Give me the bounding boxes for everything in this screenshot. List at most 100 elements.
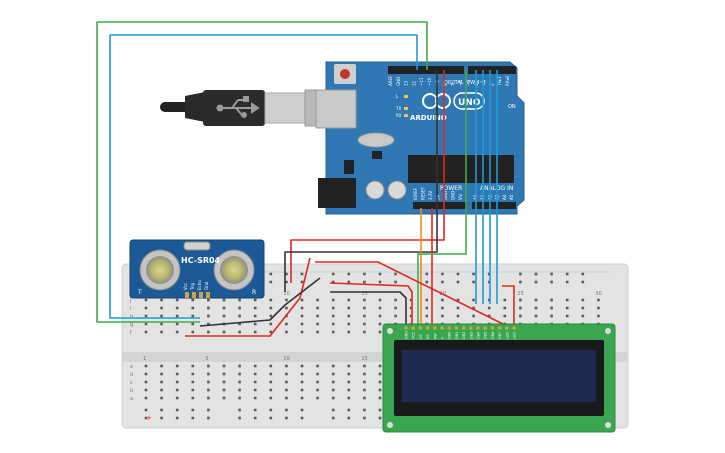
lcd-pin-label: DB4	[477, 331, 481, 339]
breadboard-row-letter: e	[130, 364, 133, 370]
lcd-pin[interactable]	[454, 326, 459, 330]
digital-pin-label: ~6	[458, 80, 463, 86]
voltage-regulator	[344, 160, 354, 174]
power-pin-label: 5V	[436, 194, 441, 200]
lcd-pin[interactable]	[512, 326, 516, 330]
lcd-pin[interactable]	[497, 326, 502, 330]
breadboard-column-number-top: 10	[283, 291, 289, 297]
breadboard-row-letter: h	[130, 314, 133, 320]
digital-pin-label: AREF	[388, 75, 393, 86]
lcd-pin-label: LED	[513, 332, 517, 339]
lcd-pin[interactable]	[447, 326, 452, 330]
breadboard-column-number-bottom: 10	[283, 356, 289, 362]
lcd-pin-label: DB2	[462, 332, 466, 339]
power-header	[413, 202, 467, 209]
digital-pin-label: ~11	[419, 77, 424, 86]
lcd-pin[interactable]	[490, 326, 495, 330]
breadboard-column-number-bottom: 5	[205, 356, 208, 362]
wire-red-lcd-vcc	[329, 282, 413, 324]
lcd-pin[interactable]	[461, 326, 466, 330]
sensor-pin[interactable]	[185, 292, 189, 298]
digital-pin-label: ~10	[427, 77, 432, 86]
sensor-pin-label: Trig	[190, 282, 195, 291]
usb-cable[interactable]	[160, 89, 338, 127]
digital-pin-label: 12	[411, 80, 416, 86]
digital-pin-label: 8	[443, 83, 448, 86]
lcd-pin[interactable]	[404, 326, 408, 330]
lcd-pin[interactable]	[469, 326, 473, 330]
lcd-pin-label: DB7	[498, 332, 502, 339]
wire-red-led	[502, 285, 515, 324]
breadboard-column-number-bottom: 15	[361, 356, 367, 362]
lcd-pin-label: V0	[419, 334, 423, 339]
lcd-pin-label: RS	[426, 334, 430, 339]
lcd-pin[interactable]	[440, 326, 444, 330]
lcd-pin[interactable]	[505, 326, 509, 330]
crystal	[183, 241, 211, 251]
sensor-pin[interactable]	[206, 292, 210, 298]
digital-label: DIGITAL (PWM~)	[444, 80, 486, 86]
lcd-pin[interactable]	[476, 326, 480, 330]
breadboard-row-letter: d	[130, 372, 133, 378]
wire-black-cross	[199, 277, 321, 327]
lcd-pin[interactable]	[433, 326, 437, 330]
digital-pin-label: GND	[396, 77, 401, 86]
analog-pin-label: A4	[502, 194, 507, 200]
led-label-tx: TX	[395, 106, 401, 111]
rail-sign-plus: +	[146, 414, 152, 422]
power-pin-label: Vin	[458, 193, 463, 200]
capacitor-2	[387, 180, 407, 200]
atmega-chip	[408, 155, 514, 183]
wire-red-cross	[185, 257, 311, 337]
sensor-pin-label: Vcc	[183, 283, 188, 290]
sensor-corner-right: R	[252, 289, 256, 296]
wire-green-trig	[96, 21, 428, 323]
wire-black-lcd-gnd	[330, 291, 407, 324]
digital-pin-label: 7	[450, 83, 455, 86]
sensor-pin-label: Echo	[197, 280, 202, 290]
power-pin-label: GND	[451, 191, 456, 200]
transducer-right	[220, 256, 248, 284]
breadboard-column-number-top: 15	[361, 291, 367, 297]
wire-black-gnd	[284, 70, 438, 292]
wire-green-d7	[417, 70, 467, 324]
breadboard-row-letter: a	[130, 396, 133, 402]
power-pin-label: RESET	[421, 187, 426, 200]
power-jack	[318, 178, 356, 208]
sensor-pin[interactable]	[192, 292, 196, 298]
digital-pin-label: 13	[404, 80, 409, 86]
analog-header	[472, 202, 516, 209]
lcd-pin[interactable]	[483, 326, 488, 330]
lcd-pin[interactable]	[425, 326, 430, 330]
crystal-oscillator	[357, 132, 395, 148]
lcd-pin[interactable]	[411, 326, 416, 330]
lcd-pin-label: VCC	[412, 331, 416, 339]
digital-pin-label: TX▸1	[497, 76, 502, 87]
breadboard-column-number-bottom: 1	[143, 356, 146, 362]
lcd-pin-label: GND	[405, 331, 409, 339]
analog-pin-label: A5	[509, 194, 514, 200]
led-label-l: L	[396, 94, 399, 99]
wire-blue-echo	[109, 34, 418, 319]
digital-header-left	[388, 66, 464, 74]
breadboard-column-number-top: 30	[595, 291, 601, 297]
usb-symbol-icon	[216, 96, 260, 118]
board-name: UNO	[458, 98, 481, 108]
breadboard-row-letter: b	[130, 388, 133, 394]
digital-pin-label: ~5	[466, 80, 471, 86]
digital-header-right	[468, 66, 516, 74]
lcd-pin-label: DB5	[484, 332, 488, 339]
digital-pin-label: ~3	[482, 80, 487, 86]
arduino-uno-board[interactable]: ARDUINO UNO DIGITAL (PWM~) POWER ANALOG …	[315, 61, 525, 215]
breadboard-row-letter: g	[130, 322, 133, 328]
lcd-pin[interactable]	[418, 326, 423, 330]
breadboard-row-letter: i	[130, 306, 131, 312]
breadboard-row-letter: j	[129, 298, 131, 304]
lcd-pin-label: DB3	[469, 332, 473, 339]
lcd-pin-label: LED	[505, 332, 509, 339]
sensor-pin[interactable]	[199, 292, 203, 298]
